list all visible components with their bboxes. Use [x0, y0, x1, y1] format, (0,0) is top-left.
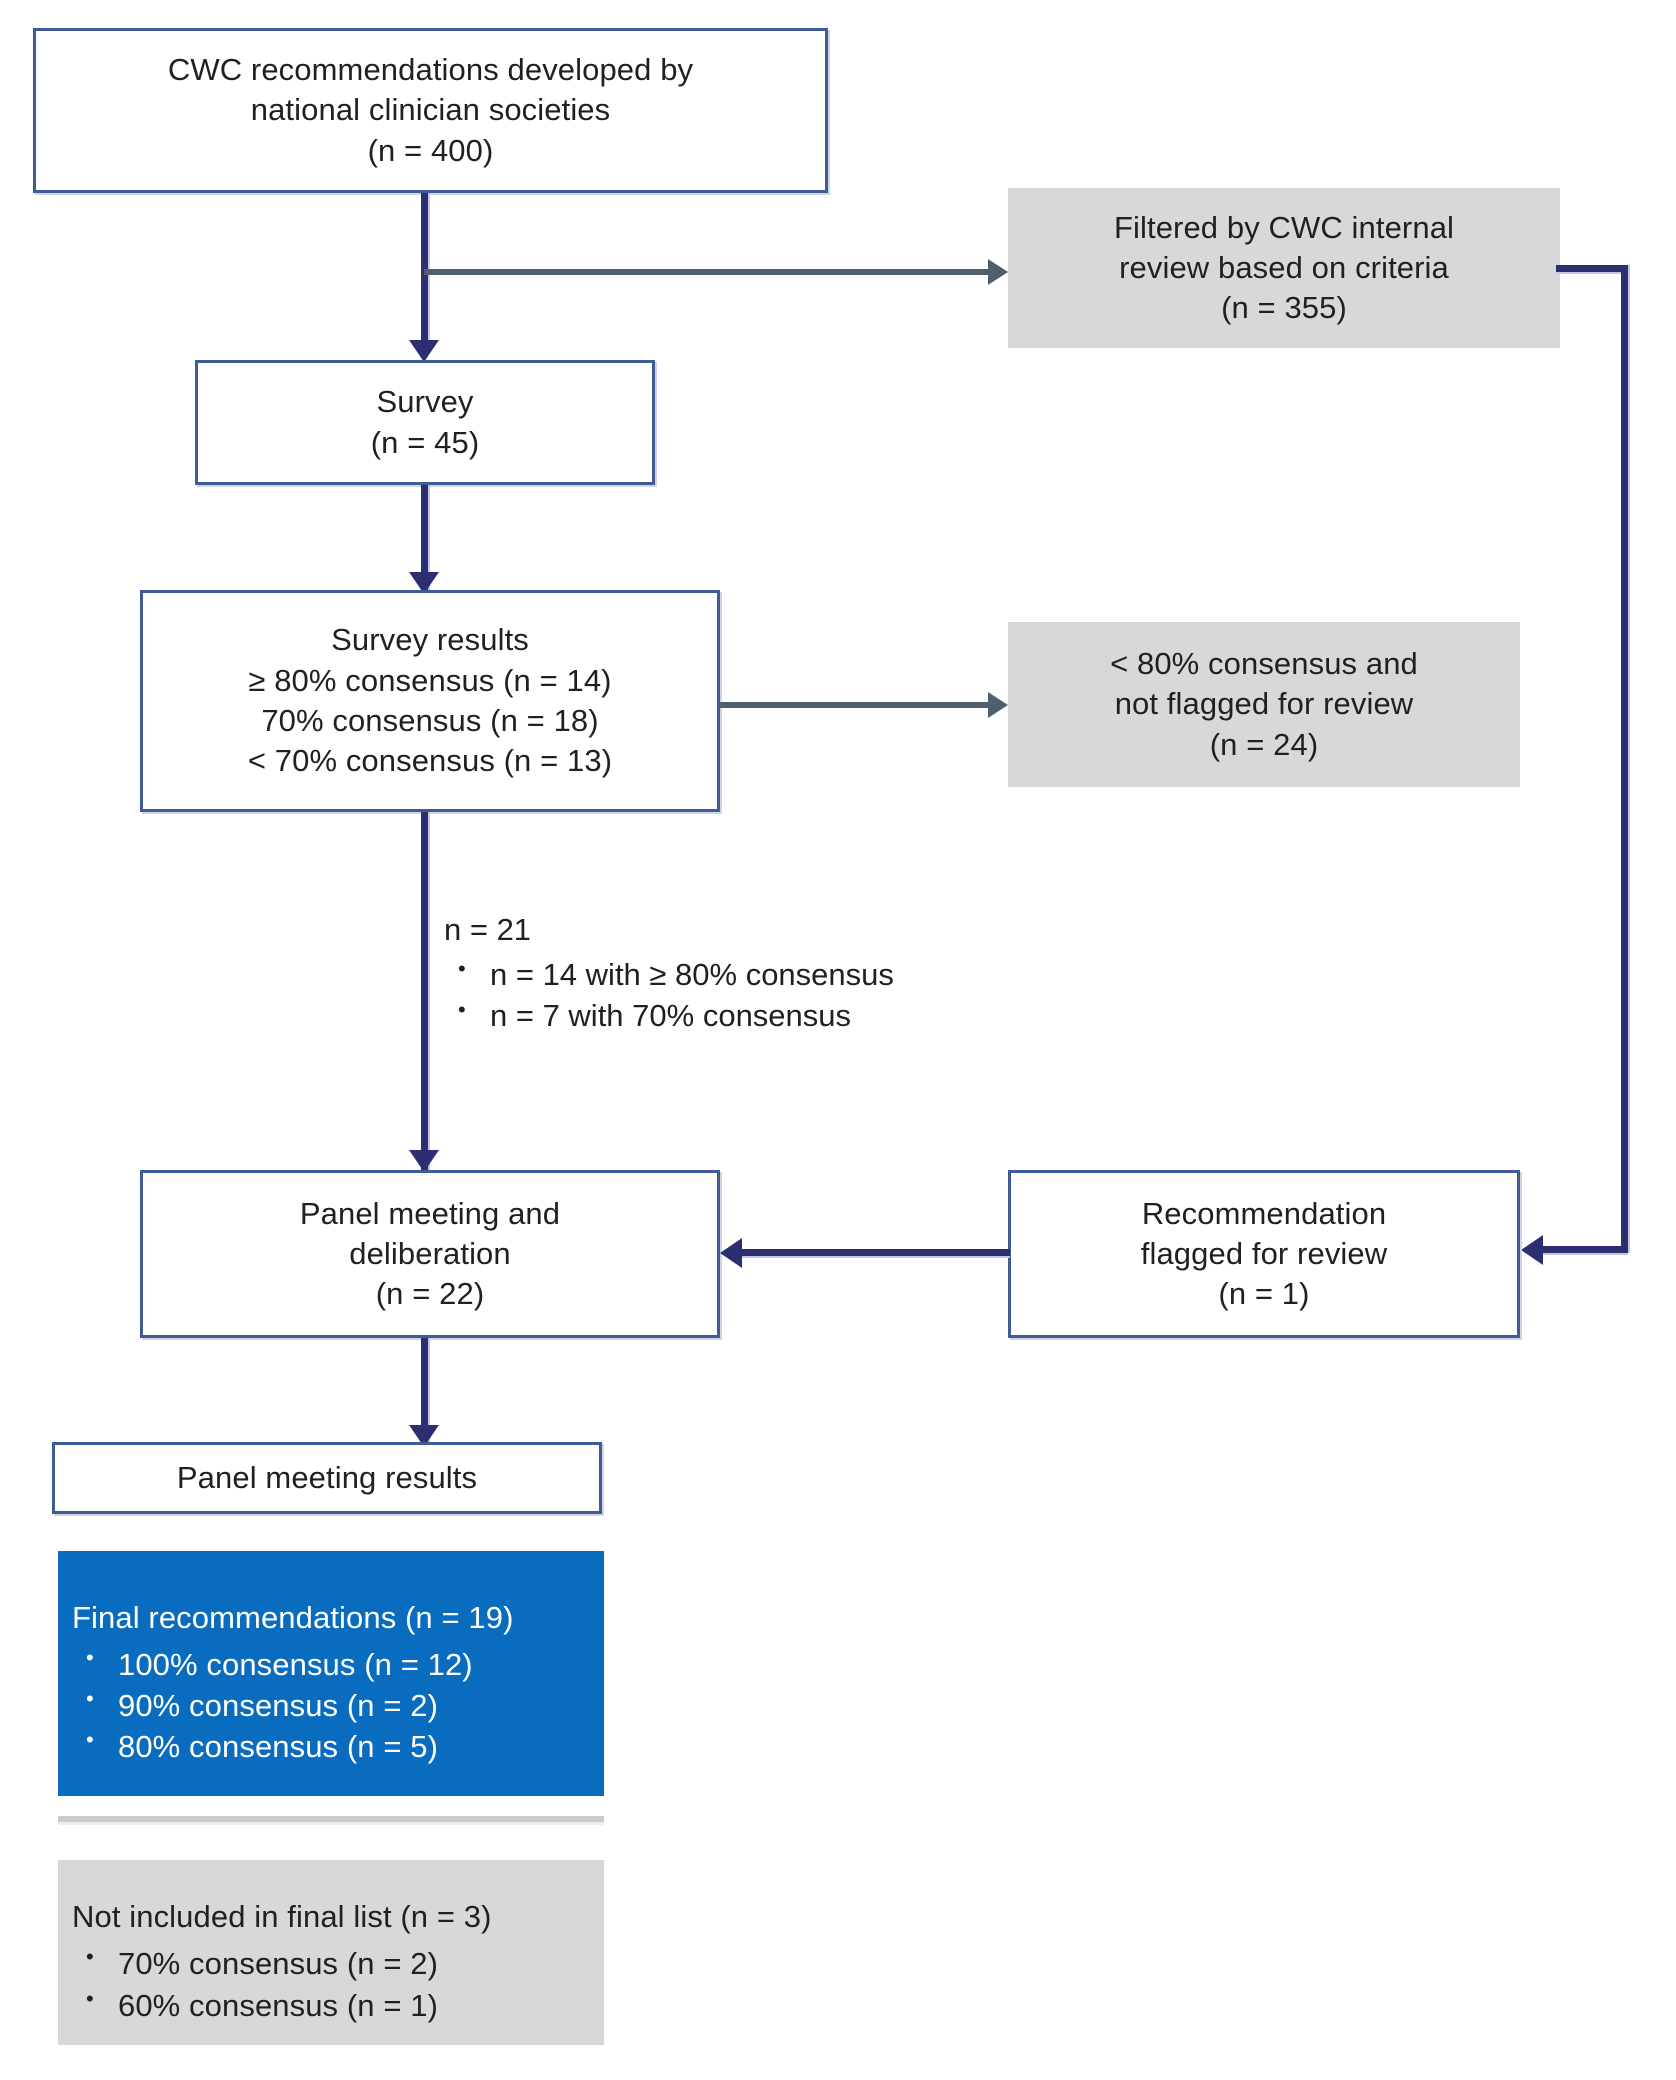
connector-source-to-filtered	[424, 269, 990, 275]
node-not-included-item-1: 70% consensus (n = 2)	[86, 1942, 438, 1984]
node-excluded-line2: not flagged for review	[1114, 686, 1414, 722]
arrowhead-right-rail-to-flagged	[1521, 1235, 1543, 1265]
node-final-recommendations-item-3: 80% consensus (n = 5)	[86, 1725, 473, 1767]
annotation-carried-forward-list: n = 14 with ≥ 80% consensus n = 7 with 7…	[444, 954, 894, 1037]
connector-panel-to-results	[421, 1338, 428, 1443]
connector-right-rail-to-flagged	[1540, 1246, 1628, 1253]
connector-right-rail-vertical	[1621, 265, 1628, 1253]
arrowhead-panel-to-results	[409, 1425, 439, 1447]
node-filtered-line2: review based on criteria	[1119, 249, 1449, 285]
node-excluded-low-consensus: < 80% consensus and not flagged for revi…	[1008, 622, 1520, 787]
node-filtered-line3: (n = 355)	[1221, 290, 1347, 326]
node-filtered-by-cwc-review: Filtered by CWC internal review based on…	[1008, 188, 1560, 348]
arrowhead-results-to-panel	[409, 1150, 439, 1172]
node-flagged-line1: Recommendation	[1141, 1195, 1387, 1231]
arrowhead-flagged-to-panel	[720, 1238, 742, 1268]
annotation-carried-forward-item-1: n = 14 with ≥ 80% consensus	[458, 954, 894, 996]
connector-flagged-to-panel	[740, 1249, 1010, 1256]
node-excluded-line3: (n = 24)	[1209, 726, 1319, 762]
node-survey-results-line4: < 70% consensus (n = 13)	[247, 743, 613, 779]
arrowhead-survey-to-results	[409, 572, 439, 594]
annotation-carried-forward: n = 21 n = 14 with ≥ 80% consensus n = 7…	[444, 910, 894, 1037]
node-panel-meeting-line3: (n = 22)	[375, 1276, 485, 1312]
node-survey-results-line1: Survey results	[331, 622, 529, 658]
connector-results-to-panel	[421, 812, 428, 1172]
node-recommendation-flagged: Recommendation flagged for review (n = 1…	[1008, 1170, 1520, 1338]
node-survey-results-line2: ≥ 80% consensus (n = 14)	[248, 662, 612, 698]
node-final-recommendations-title: Final recommendations (n = 19)	[72, 1599, 514, 1635]
annotation-carried-forward-item-2: n = 7 with 70% consensus	[458, 995, 894, 1037]
node-excluded-line1: < 80% consensus and	[1110, 646, 1418, 682]
node-panel-meeting-line2: deliberation	[349, 1235, 511, 1271]
node-not-included-item-2: 60% consensus (n = 1)	[86, 1984, 438, 2026]
node-panel-meeting-results-line1: Panel meeting results	[176, 1459, 478, 1495]
node-cwc-recommendations-line1: CWC recommendations developed by	[167, 52, 694, 88]
connector-results-to-excluded	[720, 702, 990, 708]
node-survey-results: Survey results ≥ 80% consensus (n = 14) …	[140, 590, 720, 812]
node-panel-meeting-line1: Panel meeting and	[299, 1195, 561, 1231]
node-survey-results-line3: 70% consensus (n = 18)	[261, 703, 599, 738]
node-survey-line1: Survey	[376, 384, 474, 420]
node-flagged-line2: flagged for review	[1140, 1235, 1388, 1271]
connector-survey-to-results	[421, 485, 428, 590]
node-cwc-recommendations-line2: national clinician societies	[250, 92, 611, 128]
node-final-recommendations-item-1: 100% consensus (n = 12)	[86, 1643, 473, 1685]
node-final-recommendations-item-2: 90% consensus (n = 2)	[86, 1684, 473, 1726]
node-survey-line2: (n = 45)	[370, 424, 480, 460]
node-not-included-list: 70% consensus (n = 2) 60% consensus (n =…	[72, 1942, 438, 2026]
arrowhead-source-to-survey	[409, 340, 439, 362]
node-not-included-title: Not included in final list (n = 3)	[72, 1899, 492, 1935]
section-divider	[58, 1816, 604, 1822]
annotation-carried-forward-head: n = 21	[444, 912, 532, 947]
node-cwc-recommendations-line3: (n = 400)	[367, 132, 494, 168]
node-final-recommendations: Final recommendations (n = 19) 100% cons…	[58, 1551, 604, 1796]
arrowhead-results-to-excluded	[988, 692, 1008, 718]
node-not-included-final-list: Not included in final list (n = 3) 70% c…	[58, 1860, 604, 2045]
node-survey: Survey (n = 45)	[195, 360, 655, 485]
connector-filtered-to-right-rail	[1556, 265, 1628, 272]
arrowhead-source-to-filtered	[988, 259, 1008, 285]
node-filtered-line1: Filtered by CWC internal	[1113, 209, 1455, 245]
node-panel-meeting-results: Panel meeting results	[52, 1442, 602, 1514]
node-panel-meeting-deliberation: Panel meeting and deliberation (n = 22)	[140, 1170, 720, 1338]
node-cwc-recommendations: CWC recommendations developed by nationa…	[33, 28, 828, 193]
node-final-recommendations-list: 100% consensus (n = 12) 90% consensus (n…	[72, 1643, 473, 1768]
node-flagged-line3: (n = 1)	[1218, 1276, 1310, 1312]
